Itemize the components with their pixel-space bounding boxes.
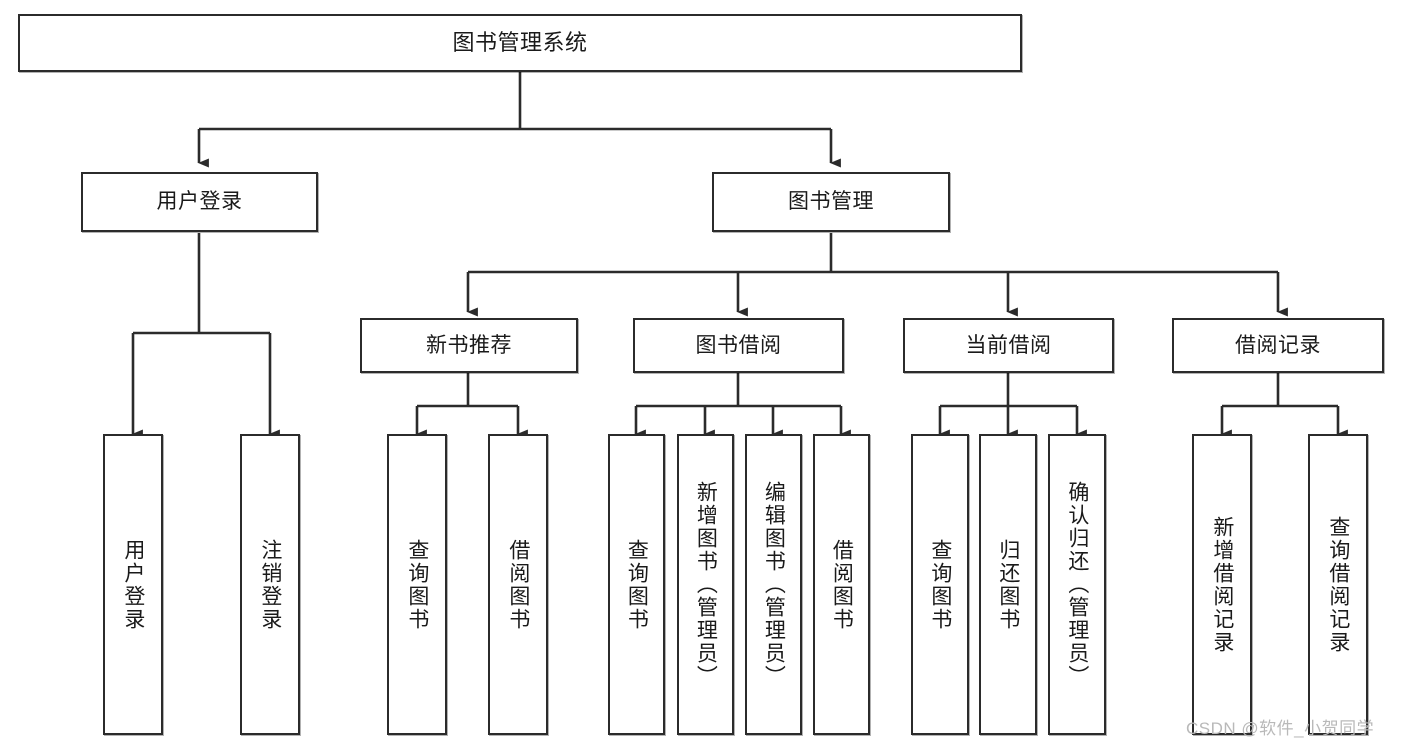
node-root-book-management-system[interactable]: 图书管理系统 [18, 14, 1022, 72]
leaf-new-book-borrow-book[interactable]: 借阅图书 [488, 434, 548, 735]
node-new-book-recommend[interactable]: 新书推荐 [360, 318, 578, 373]
node-label: 借阅记录 [1235, 333, 1321, 357]
node-label: 编辑图书（管理员） [762, 481, 786, 688]
node-borrow-record[interactable]: 借阅记录 [1172, 318, 1384, 373]
leaf-user-login-logout[interactable]: 注销登录 [240, 434, 300, 735]
leaf-borrow-record-query-record[interactable]: 查询借阅记录 [1308, 434, 1368, 735]
node-label: 查询借阅记录 [1326, 515, 1350, 654]
leaf-borrow-record-add-record[interactable]: 新增借阅记录 [1192, 434, 1252, 735]
node-current-borrow[interactable]: 当前借阅 [903, 318, 1114, 373]
node-book-management[interactable]: 图书管理 [712, 172, 950, 232]
node-label: 查询图书 [928, 538, 952, 631]
leaf-book-borrow-borrow-book[interactable]: 借阅图书 [813, 434, 870, 735]
leaf-user-login-login[interactable]: 用户登录 [103, 434, 163, 735]
node-label: 查询图书 [625, 538, 649, 631]
node-label: 确认归还（管理员） [1065, 481, 1089, 688]
node-label: 图书管理系统 [452, 29, 588, 55]
node-label: 注销登录 [258, 538, 282, 631]
node-label: 用户登录 [156, 190, 243, 214]
node-label: 图书借阅 [695, 333, 782, 357]
leaf-current-borrow-return-book[interactable]: 归还图书 [979, 434, 1037, 735]
node-book-borrow[interactable]: 图书借阅 [633, 318, 844, 373]
node-label: 用户登录 [121, 538, 145, 631]
leaf-current-borrow-query-book[interactable]: 查询图书 [911, 434, 969, 735]
leaf-new-book-query-book[interactable]: 查询图书 [387, 434, 447, 735]
csdn-watermark: CSDN @软件_小贺同学 [1186, 719, 1375, 738]
leaf-current-borrow-confirm-return-admin[interactable]: 确认归还（管理员） [1048, 434, 1106, 735]
node-label: 查询图书 [405, 538, 429, 631]
leaf-book-borrow-add-book-admin[interactable]: 新增图书（管理员） [677, 434, 734, 735]
node-user-login[interactable]: 用户登录 [81, 172, 318, 232]
node-label: 归还图书 [996, 538, 1020, 631]
leaf-book-borrow-query-book[interactable]: 查询图书 [608, 434, 665, 735]
node-label: 新增借阅记录 [1210, 515, 1234, 654]
node-label: 借阅图书 [830, 538, 854, 631]
node-label: 新增图书（管理员） [694, 481, 718, 688]
node-label: 新书推荐 [426, 333, 512, 357]
leaf-book-borrow-edit-book-admin[interactable]: 编辑图书（管理员） [745, 434, 802, 735]
node-label: 图书管理 [788, 190, 874, 214]
node-label: 当前借阅 [965, 333, 1052, 357]
node-label: 借阅图书 [506, 538, 530, 631]
